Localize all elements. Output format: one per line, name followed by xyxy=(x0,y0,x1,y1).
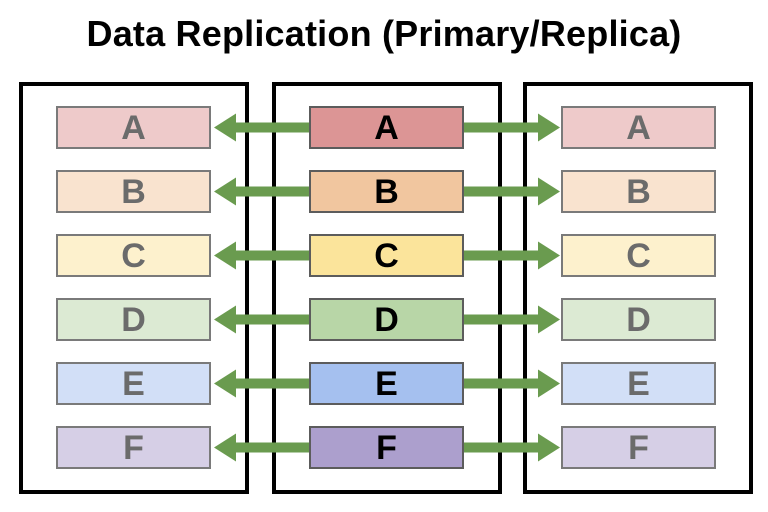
primary-block-f: F xyxy=(309,426,464,469)
arrow-to-left-replica-a xyxy=(214,113,309,142)
arrow-to-right-replica-e xyxy=(464,369,560,398)
replica-right-block-e: E xyxy=(561,362,716,405)
primary-node xyxy=(272,82,502,494)
arrow-to-left-replica-c xyxy=(214,241,309,270)
primary-block-a: A xyxy=(309,106,464,149)
diagram-title: Data Replication (Primary/Replica) xyxy=(86,13,682,54)
arrow-to-right-replica-f xyxy=(464,433,560,462)
replica-left-block-d: D xyxy=(56,298,211,341)
replica-right-block-d: D xyxy=(561,298,716,341)
arrow-to-left-replica-f xyxy=(214,433,309,462)
replica-right-block-f: F xyxy=(561,426,716,469)
replica-left-block-c: C xyxy=(56,234,211,277)
replica-left-block-a: A xyxy=(56,106,211,149)
arrow-to-left-replica-b xyxy=(214,177,309,206)
replica-right-block-a: A xyxy=(561,106,716,149)
replica-right-block-b: B xyxy=(561,170,716,213)
primary-block-c: C xyxy=(309,234,464,277)
replica-right-block-c: C xyxy=(561,234,716,277)
replica-left-node xyxy=(19,82,249,494)
replica-right-node xyxy=(523,82,753,494)
primary-block-e: E xyxy=(309,362,464,405)
arrow-to-left-replica-e xyxy=(214,369,309,398)
arrow-to-right-replica-b xyxy=(464,177,560,206)
arrow-to-left-replica-d xyxy=(214,305,309,334)
primary-block-d: D xyxy=(309,298,464,341)
replica-left-block-f: F xyxy=(56,426,211,469)
arrow-to-right-replica-d xyxy=(464,305,560,334)
replica-left-block-b: B xyxy=(56,170,211,213)
replica-left-block-e: E xyxy=(56,362,211,405)
primary-block-b: B xyxy=(309,170,464,213)
arrow-to-right-replica-c xyxy=(464,241,560,270)
arrow-to-right-replica-a xyxy=(464,113,560,142)
